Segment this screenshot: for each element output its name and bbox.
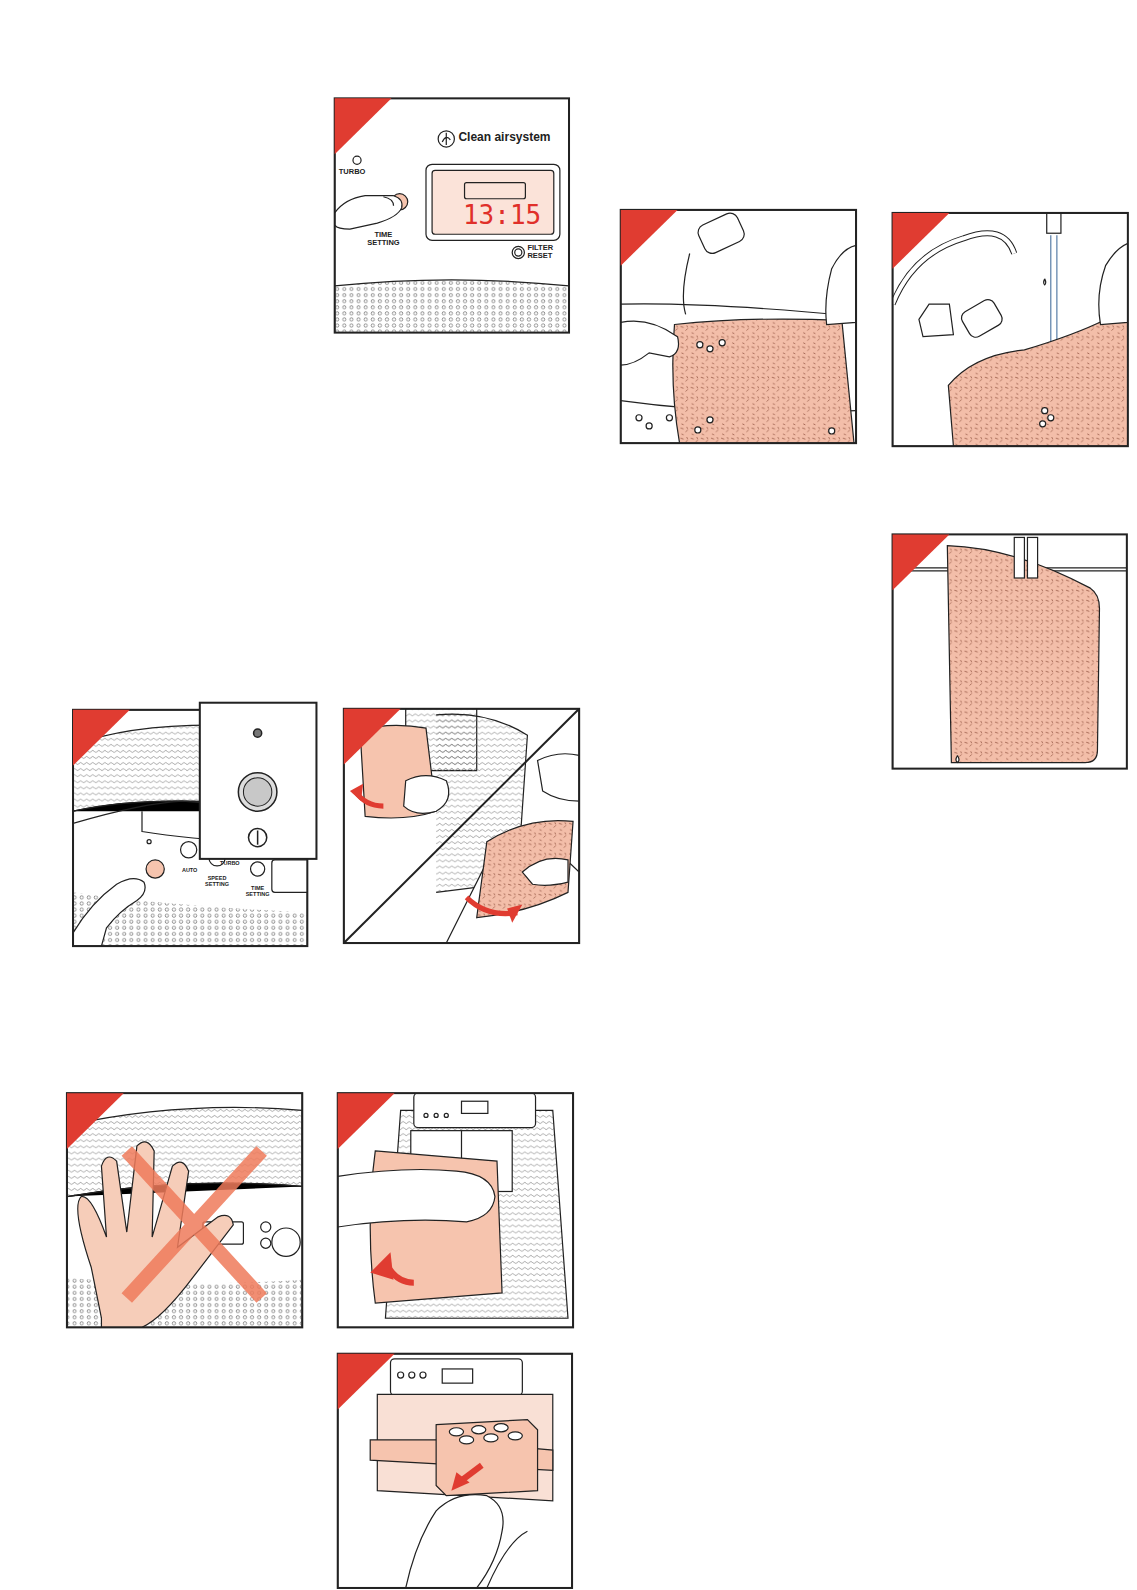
lcd-digits: 13:15 (456, 202, 547, 229)
button-label: TIME SETTING (362, 231, 405, 247)
button-label: FILTER RESET (527, 244, 568, 260)
button-label: TIME SETTING (243, 886, 271, 898)
button-label: TURBO (339, 168, 380, 176)
button-label: AUTO (176, 868, 202, 874)
button-label: TURBO (220, 861, 244, 867)
brand-logo-text: Clean airsystem (458, 131, 570, 144)
button-label: SPEED SETTING (203, 876, 231, 888)
